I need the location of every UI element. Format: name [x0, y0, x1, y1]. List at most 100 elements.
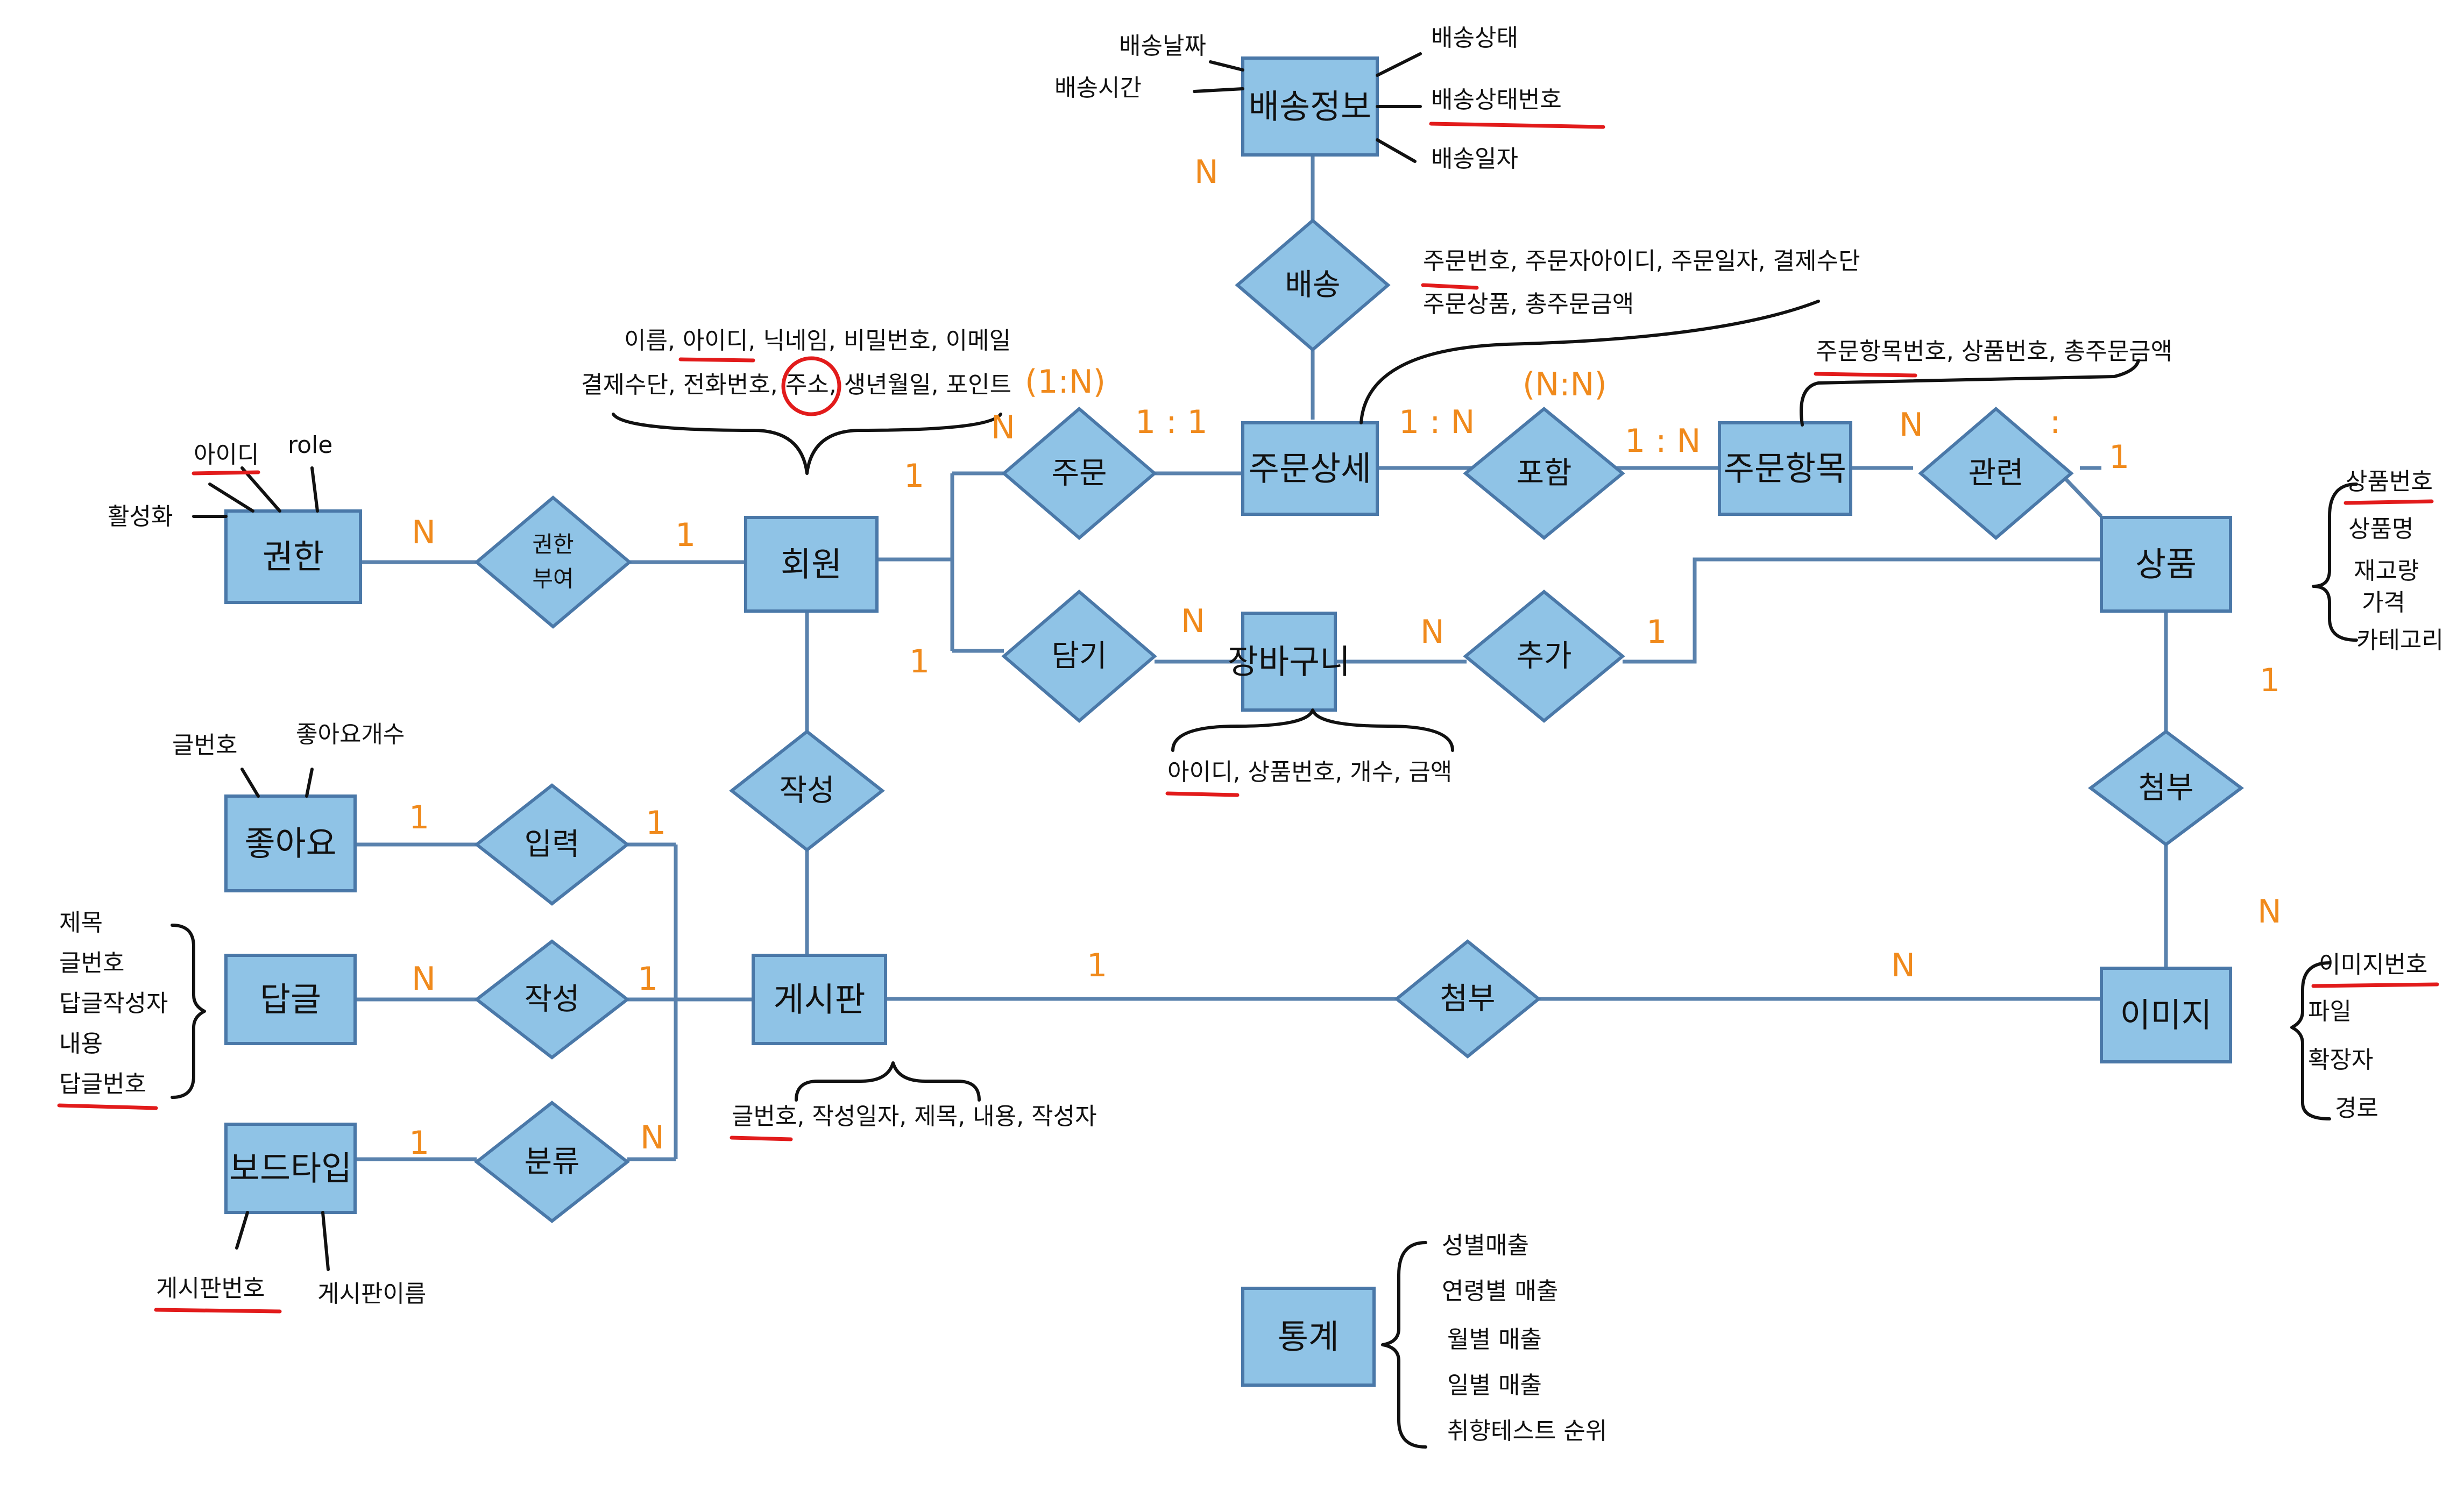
svg-text:성별매출: 성별매출 — [1442, 1232, 1529, 1259]
svg-text:제목: 제목 — [59, 909, 103, 936]
svg-text:게시판번호: 게시판번호 — [156, 1275, 265, 1302]
svg-text:주문상세: 주문상세 — [1249, 449, 1371, 488]
relation-include: 포함 — [1463, 407, 1625, 540]
svg-text:재고량: 재고량 — [2354, 557, 2419, 585]
attributes-board: 글번호, 작성일자, 제목, 내용, 작성자 — [732, 1103, 1097, 1130]
relation-attach-board: 첨부 — [1394, 939, 1541, 1059]
svg-text:주문: 주문 — [1051, 456, 1107, 491]
svg-text:배송상태번호: 배송상태번호 — [1431, 86, 1562, 113]
relation-save: 담기 — [1001, 590, 1157, 723]
svg-text:배송: 배송 — [1285, 268, 1340, 303]
entity-delivery-info: 배송정보 — [1241, 56, 1379, 157]
entity-product: 상품 — [2100, 516, 2232, 613]
svg-text:주문항목번호, 상품번호, 총주문금액: 주문항목번호, 상품번호, 총주문금액 — [1816, 338, 2172, 365]
svg-text:부여: 부여 — [532, 566, 573, 592]
svg-text:통계: 통계 — [1278, 1317, 1339, 1357]
entity-board: 게시판 — [752, 954, 887, 1045]
relation-relate: 관련 — [1918, 407, 2074, 540]
attributes-cart: 아이디, 상품번호, 개수, 금액 — [1167, 758, 1452, 786]
relation-attach-product: 첨부 — [2088, 729, 2244, 847]
attribute-brackets — [171, 52, 2358, 1449]
svg-text:파일: 파일 — [2308, 998, 2352, 1025]
svg-text:작성: 작성 — [779, 774, 834, 808]
relation-grant: 권한 부여 — [474, 495, 632, 629]
svg-text:1 : N: 1 : N — [1625, 422, 1701, 460]
svg-text:게시판: 게시판 — [773, 980, 865, 1019]
svg-text:이미지번호: 이미지번호 — [2319, 951, 2427, 978]
attributes-stats: 성별매출 연령별 매출 월별 매출 일별 매출 취향테스트 순위 — [1442, 1232, 1607, 1445]
svg-text:포함: 포함 — [1516, 456, 1571, 491]
svg-text:배송시간: 배송시간 — [1054, 74, 1142, 102]
svg-text:1: 1 — [2109, 438, 2129, 476]
attributes-reply: 제목 글번호 답글작성자 내용 답글번호 — [59, 909, 168, 1098]
svg-text:1 : 1: 1 : 1 — [1135, 403, 1208, 441]
svg-text:장바구니: 장바구니 — [1228, 642, 1350, 682]
svg-text:N: N — [412, 960, 436, 998]
svg-text:좋아요: 좋아요 — [244, 824, 336, 863]
svg-text:1: 1 — [675, 516, 696, 554]
svg-text:담기: 담기 — [1051, 639, 1107, 674]
relation-add: 추가 — [1463, 590, 1625, 723]
attributes-member: 이름, 아이디, 닉네임, 비밀번호, 이메일 결제수단, 전화번호, 주소, … — [581, 327, 1011, 399]
svg-text:분류: 분류 — [524, 1145, 579, 1180]
entity-cart: 장바구니 — [1228, 612, 1350, 712]
entity-member: 회원 — [744, 516, 879, 613]
entity-board-type: 보드타입 — [224, 1123, 357, 1214]
svg-text:상품: 상품 — [2135, 545, 2197, 584]
connector-lines — [355, 155, 2168, 1161]
svg-text:1: 1 — [2260, 662, 2280, 699]
attributes-image: 이미지번호 파일 확장자 경로 — [2308, 951, 2427, 1122]
svg-text:주문번호, 주문자아이디, 주문일자, 결제수단: 주문번호, 주문자아이디, 주문일자, 결제수단 — [1423, 247, 1860, 275]
attributes-order-item: 주문항목번호, 상품번호, 총주문금액 — [1816, 338, 2172, 365]
svg-text:작성: 작성 — [524, 982, 579, 1017]
svg-text:아이디, 상품번호, 개수, 금액: 아이디, 상품번호, 개수, 금액 — [1167, 758, 1452, 786]
svg-text:일별 매출: 일별 매출 — [1447, 1372, 1542, 1399]
relation-write-post: 작성 — [729, 729, 885, 852]
svg-text:글번호: 글번호 — [59, 949, 124, 977]
attributes-board-type: 게시판번호 게시판이름 — [156, 1275, 426, 1308]
relation-input: 입력 — [474, 783, 630, 906]
svg-text:(1:N): (1:N) — [1025, 363, 1106, 401]
svg-text:가격: 가격 — [2362, 589, 2405, 616]
svg-text:이미지: 이미지 — [2120, 996, 2212, 1035]
svg-text:월별 매출: 월별 매출 — [1447, 1326, 1542, 1353]
svg-text:카테고리: 카테고리 — [2356, 627, 2444, 654]
entity-order-item: 주문항목 — [1718, 421, 1852, 516]
svg-text:게시판이름: 게시판이름 — [317, 1280, 426, 1308]
svg-text:배송일자: 배송일자 — [1431, 145, 1518, 173]
relation-write-reply: 작성 — [474, 939, 630, 1060]
svg-text:좋아요개수: 좋아요개수 — [296, 721, 405, 748]
svg-text:배송정보: 배송정보 — [1249, 87, 1371, 126]
svg-text:1: 1 — [409, 1124, 429, 1162]
svg-text:상품번호: 상품번호 — [2346, 468, 2433, 495]
attributes-auth: 아이디 role 활성화 — [108, 431, 332, 530]
entity-order-detail: 주문상세 — [1241, 421, 1379, 516]
attributes-delivery: 배송날짜 배송시간 배송상태 배송상태번호 배송일자 — [1054, 24, 1562, 173]
svg-text:답글작성자: 답글작성자 — [59, 990, 168, 1017]
svg-text:상품명: 상품명 — [2348, 515, 2413, 543]
svg-text:1: 1 — [646, 804, 666, 842]
svg-text:(N:N): (N:N) — [1523, 366, 1607, 403]
svg-text:배송날짜: 배송날짜 — [1119, 32, 1206, 60]
svg-text:N: N — [1420, 613, 1445, 651]
svg-text:1: 1 — [1087, 947, 1107, 984]
svg-text:N: N — [1891, 947, 1915, 984]
svg-text:권한: 권한 — [263, 537, 324, 577]
svg-text:결제수단, 전화번호, 주소, 생년월일, 포인트: 결제수단, 전화번호, 주소, 생년월일, 포인트 — [581, 371, 1011, 399]
relation-ship: 배송 — [1235, 218, 1391, 352]
attributes-product: 상품번호 상품명 재고량 가격 카테고리 — [2346, 468, 2444, 654]
svg-text:첨부: 첨부 — [1440, 982, 1495, 1017]
entity-like: 좋아요 — [224, 794, 357, 892]
entity-reply: 답글 — [224, 954, 357, 1045]
svg-text:확장자: 확장자 — [2308, 1046, 2373, 1074]
svg-text:보드타입: 보드타입 — [229, 1149, 352, 1188]
svg-text:N: N — [1181, 602, 1205, 640]
svg-text:글번호, 작성일자, 제목, 내용, 작성자: 글번호, 작성일자, 제목, 내용, 작성자 — [732, 1103, 1097, 1130]
svg-text::: : — [2050, 403, 2061, 441]
svg-text:첨부: 첨부 — [2138, 771, 2193, 806]
svg-text:답글번호: 답글번호 — [59, 1070, 146, 1098]
svg-text:N: N — [1194, 153, 1219, 191]
svg-text:아이디: 아이디 — [194, 441, 259, 469]
attributes-order-detail: 주문번호, 주문자아이디, 주문일자, 결제수단 주문상품, 총주문금액 — [1423, 247, 1860, 318]
